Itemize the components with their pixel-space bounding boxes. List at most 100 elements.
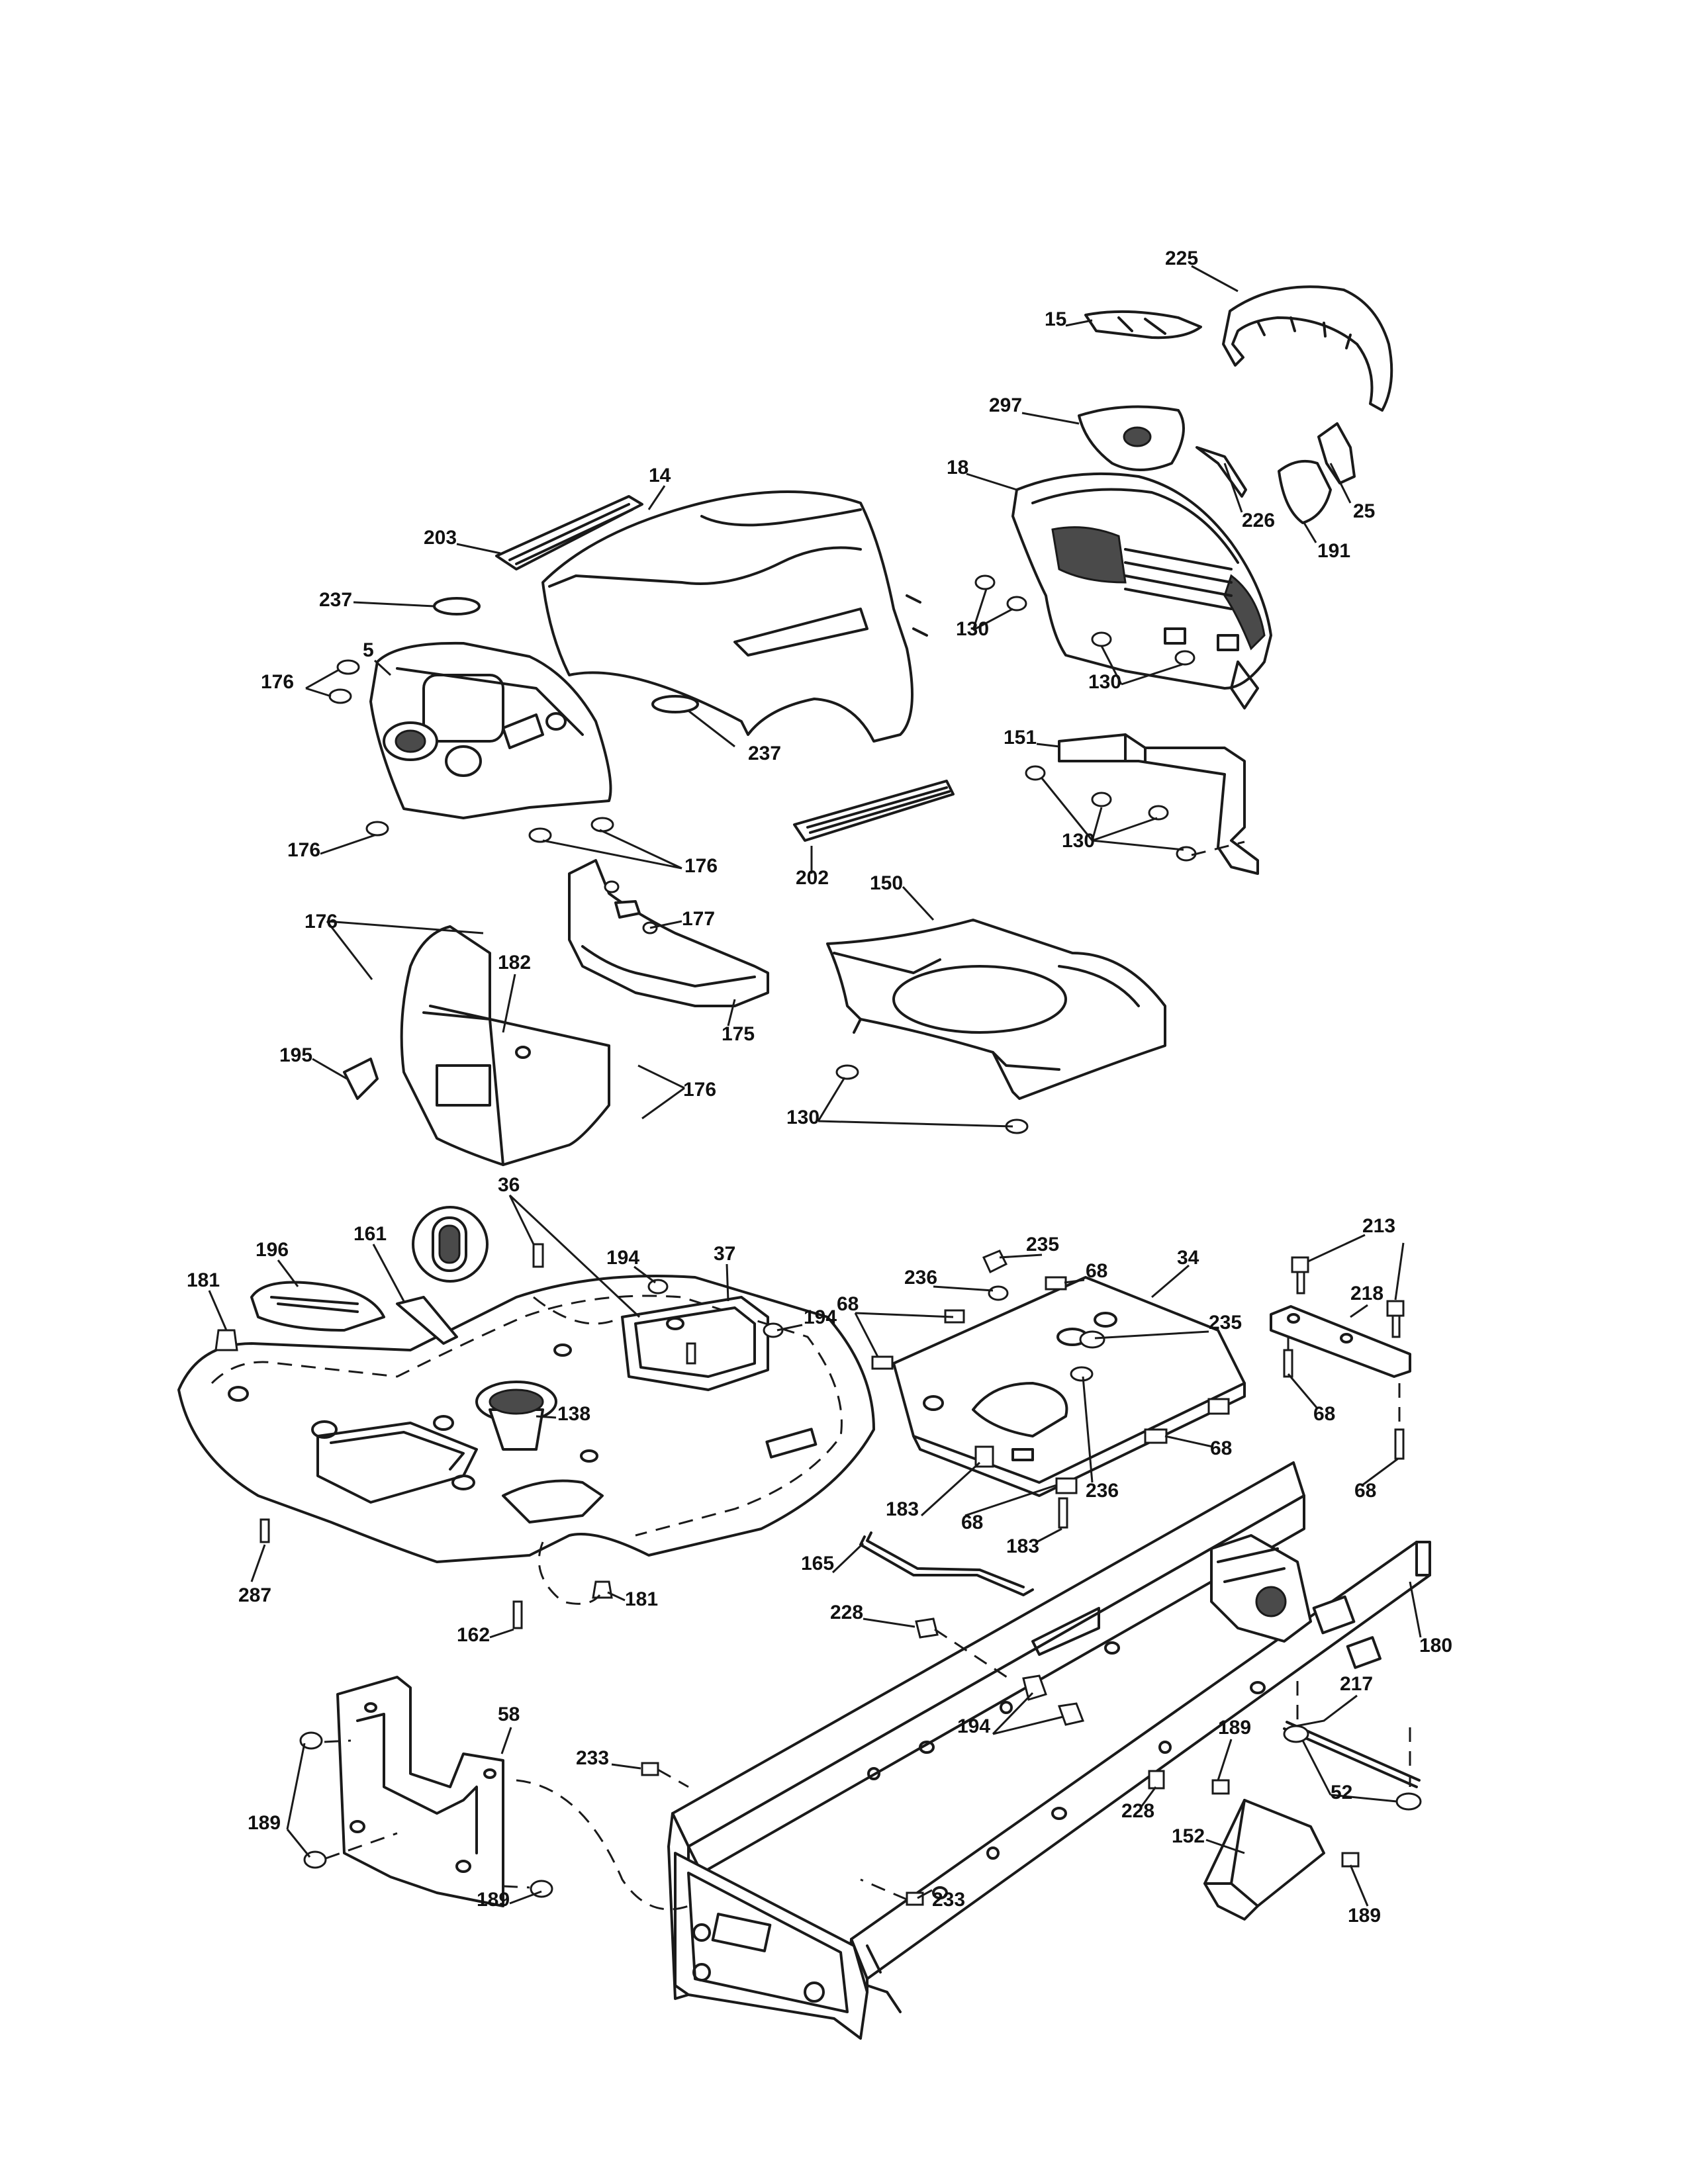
callout-194: 194 [804, 1306, 837, 1328]
callout-235: 235 [1026, 1234, 1059, 1255]
callout-14: 14 [649, 465, 671, 486]
fasteners-34 [871, 1250, 1230, 1529]
callout-235: 235 [1209, 1312, 1242, 1334]
callout-176: 176 [683, 1079, 716, 1101]
dash-line-181 [538, 1541, 601, 1605]
callout-189: 189 [1348, 1905, 1381, 1927]
callout-297: 297 [989, 394, 1022, 416]
bracket-218 [1270, 1256, 1411, 1460]
fasteners-frame [641, 1617, 1230, 1906]
dash-console-5 [369, 641, 612, 819]
callout-68: 68 [961, 1512, 983, 1533]
vent-202 [793, 780, 955, 842]
screws-176 [328, 659, 614, 843]
callout-130: 130 [956, 618, 989, 640]
callout-189: 189 [248, 1812, 281, 1834]
callout-183: 183 [1006, 1535, 1039, 1557]
callout-233: 233 [932, 1889, 965, 1911]
callout-175: 175 [722, 1023, 755, 1045]
callout-236: 236 [1086, 1480, 1119, 1502]
callout-152: 152 [1172, 1825, 1205, 1847]
callout-194: 194 [606, 1247, 639, 1269]
panel-297 [1078, 405, 1185, 471]
boot-138 [475, 1381, 557, 1451]
grommet-161 [396, 1206, 489, 1345]
callout-287: 287 [238, 1584, 271, 1606]
callout-189: 189 [1218, 1717, 1251, 1739]
callout-150: 150 [870, 872, 903, 894]
dash-line-58-frame [516, 1779, 689, 1911]
callout-176: 176 [261, 671, 294, 693]
callout-68: 68 [1354, 1480, 1376, 1502]
callout-165: 165 [801, 1553, 834, 1574]
rod-165 [859, 1531, 1034, 1596]
callout-138: 138 [557, 1403, 590, 1425]
callout-labels: 2251529718226191251420323723751761301301… [187, 248, 1452, 1927]
leader-lines [208, 265, 1422, 1907]
callout-228: 228 [830, 1602, 863, 1623]
clip-25 [1317, 422, 1356, 484]
callout-5: 5 [363, 639, 374, 661]
callout-226: 226 [1242, 510, 1275, 531]
callout-194: 194 [957, 1715, 990, 1737]
callout-195: 195 [279, 1044, 312, 1066]
callout-182: 182 [498, 952, 531, 974]
dash-trim-225 [1222, 285, 1393, 412]
strip-226 [1196, 446, 1247, 498]
callout-228: 228 [1121, 1800, 1154, 1822]
callout-58: 58 [498, 1704, 520, 1725]
callout-36: 36 [498, 1174, 520, 1196]
callout-151: 151 [1004, 727, 1037, 749]
callout-176: 176 [287, 839, 320, 861]
callout-130: 130 [786, 1107, 820, 1128]
callout-18: 18 [947, 457, 968, 478]
callout-68: 68 [1210, 1437, 1232, 1459]
callout-130: 130 [1062, 830, 1095, 852]
callout-130: 130 [1088, 671, 1121, 693]
callout-162: 162 [457, 1624, 490, 1646]
callout-196: 196 [256, 1239, 289, 1261]
callout-237: 237 [319, 589, 352, 611]
callout-68: 68 [837, 1293, 859, 1315]
trim-piece-15 [1084, 310, 1202, 340]
callout-181: 181 [187, 1269, 220, 1291]
callout-217: 217 [1340, 1673, 1373, 1695]
callout-191: 191 [1317, 540, 1350, 562]
shield-152 [1203, 1799, 1360, 1921]
knob-191 [1278, 459, 1332, 524]
callout-37: 37 [714, 1243, 735, 1265]
bracket-151 [1025, 733, 1259, 875]
frame-180 [667, 1461, 1431, 2040]
callout-68: 68 [1086, 1260, 1107, 1282]
callout-233: 233 [576, 1747, 609, 1769]
callout-25: 25 [1353, 500, 1375, 522]
callout-68: 68 [1313, 1403, 1335, 1425]
callout-181: 181 [625, 1588, 658, 1610]
callout-161: 161 [353, 1223, 387, 1245]
callout-189: 189 [477, 1889, 510, 1911]
callout-225: 225 [1165, 248, 1198, 269]
callout-218: 218 [1350, 1283, 1383, 1304]
callout-15: 15 [1045, 308, 1066, 330]
screws-130-top [974, 574, 1196, 666]
cowl-150 [826, 919, 1166, 1134]
callout-176: 176 [684, 855, 718, 877]
pedal-196 [250, 1281, 385, 1332]
callout-183: 183 [886, 1498, 919, 1520]
knob-195 [343, 1058, 379, 1100]
grille-mesh [1051, 526, 1266, 651]
callout-202: 202 [796, 867, 829, 889]
callout-213: 213 [1362, 1215, 1395, 1237]
hood-14 [541, 490, 928, 743]
callout-177: 177 [682, 908, 715, 930]
plug-237-bottom [651, 695, 699, 713]
plug-237-top [433, 597, 481, 615]
callout-34: 34 [1177, 1247, 1199, 1269]
callout-237: 237 [748, 743, 781, 764]
callout-176: 176 [305, 911, 338, 933]
callout-52: 52 [1331, 1782, 1352, 1803]
dash-panel-18 [1011, 472, 1272, 709]
callout-236: 236 [904, 1267, 937, 1289]
bracket-58 [299, 1676, 553, 1907]
